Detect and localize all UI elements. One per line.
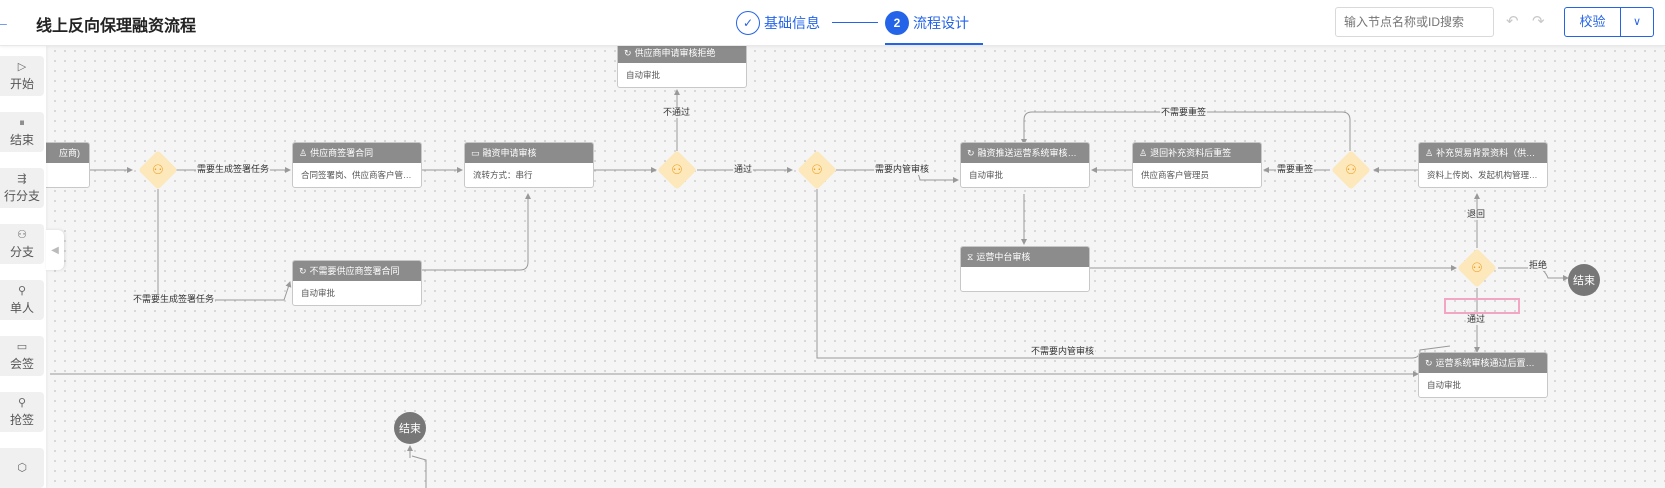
edge-label: 不需要内管审核 [1030,346,1096,357]
step-number: 2 [885,11,909,35]
edge-label: 拒绝 [1528,260,1549,271]
edge-label: 需要重签 [1276,164,1315,175]
step-flow-design[interactable]: 2 流程设计 [885,11,969,35]
palette-item-parallel-branch[interactable]: ⇶ 行分支 [0,168,44,208]
node-body: 资料上传岗、发起机构管理员... [1427,170,1545,180]
edge-label: 需要内管审核 [874,164,931,175]
node-title: 供应商申请审核拒绝 [634,48,716,58]
flow-node-return-supplement[interactable]: ♙退回补充资料后重签 供应商客户管理员 [1132,142,1262,188]
flow-node-ops-center[interactable]: ⧖运营中台审核 [960,246,1090,292]
palette-item-label: 单人 [9,300,34,315]
selection-highlight [1444,298,1520,314]
sync-icon: ↻ [967,148,975,158]
node-body: 流转方式：串行 [473,170,533,180]
hourglass-icon: ⧖ [967,252,974,262]
branch-icon: ⚇ [811,162,823,177]
step-label-basic-info: 基础信息 [764,15,820,31]
chevron-left-icon[interactable]: ◀ [46,230,64,270]
end-node[interactable]: 结束 [394,412,426,444]
palette-item-label: 会签 [9,356,34,371]
node-body: 自动审批 [969,170,1004,180]
branch-icon: ⚇ [1345,162,1357,177]
edge-label: 通过 [733,164,754,175]
node-title: 运营中台审核 [976,252,1031,262]
arrow-left-icon[interactable]: ← [0,14,10,31]
flow-node-supplier-sign[interactable]: ♙供应商签署合同 合同签署岗、供应商客户管理员 [292,142,422,188]
palette-item-label: 分支 [9,244,34,259]
flow-edges [50,89,1569,488]
flow-node-push-ops[interactable]: ↻融资推送运营系统审核前置... 自动审批 [960,142,1090,188]
palette-item-label: 行分支 [3,188,40,203]
edge-label: 需要生成签署任务 [196,164,271,175]
stop-circle-icon: ⏸ [19,116,25,129]
node-title: 供应商签署合同 [310,148,374,158]
grab-sign-icon: ⚲ [17,396,27,409]
flow-node-supplier-withdraw[interactable]: ↻供应商申请审核拒绝 自动审批 [617,46,747,88]
node-title: 运营系统审核通过后置操作 [1435,358,1541,368]
step-basic-info[interactable]: ✓ 基础信息 [736,11,820,35]
edge-label: 退回 [1466,209,1487,220]
node-search-input[interactable] [1335,7,1494,37]
node-palette: ▷ 开始 ⏸ 结束 ⇶ 行分支 ⚇ 分支 ⚲ 单人 ▭ 会签 ⚲ 抢签 ⬡ [0,46,46,488]
more-icon: ⬡ [17,462,27,474]
edge-label: 不需要重签 [1160,107,1208,118]
node-title: 融资申请审核 [482,148,537,158]
active-step-indicator [885,43,983,45]
branch-icon: ⚇ [152,162,164,177]
edge-label: 不通过 [662,107,692,118]
palette-item-label: 开始 [9,76,34,91]
palette-item-more[interactable]: ⬡ [0,448,44,488]
monitor-icon: ▭ [471,148,480,158]
sync-icon: ↻ [299,266,307,276]
page-title: 线上反向保理融资流程 [36,18,197,35]
palette-item-branch[interactable]: ⚇ 分支 [0,224,44,264]
sync-icon: ↻ [624,48,632,58]
validate-button-group: 校验 ∨ [1564,7,1654,37]
palette-item-start[interactable]: ▷ 开始 [0,56,44,96]
user-icon: ♙ [299,148,308,158]
user-icon: ♙ [1425,148,1434,158]
flow-node-ops-passed[interactable]: ↻运营系统审核通过后置操作 自动审批 [1418,352,1548,398]
end-node[interactable]: 结束 [1568,264,1600,296]
node-title: 不需要供应商签署合同 [309,266,400,276]
flow-node-financing-review[interactable]: ▭融资申请审核 流转方式：串行 [464,142,594,188]
palette-item-end[interactable]: ⏸ 结束 [0,112,44,152]
sync-icon: ↻ [1425,358,1433,368]
user-icon: ⚲ [17,284,27,297]
node-body: 供应商客户管理员 [1141,170,1210,180]
branch-icon: ⚇ [671,162,683,177]
palette-item-label: 结束 [9,132,34,147]
play-circle-icon: ▷ [17,60,27,73]
palette-item-label: 抢签 [9,412,34,427]
branch-icon: ⚇ [1471,260,1483,275]
node-body: 自动审批 [301,288,336,298]
node-title: 退回补充资料后重签 [1150,148,1232,158]
countersign-icon: ▭ [16,340,28,353]
user-icon: ♙ [1139,148,1148,158]
redo-icon[interactable]: ↷ [1532,13,1545,30]
top-header: ← 线上反向保理融资流程 ✓ 基础信息 2 流程设计 ↶ ↷ 校验 ∨ [0,0,1665,46]
step-connector [832,22,878,23]
flow-node-supplement-bg[interactable]: ♙补充贸易背景资料（供应商） 资料上传岗、发起机构管理员... [1418,142,1548,188]
node-title: 融资推送运营系统审核前置... [977,148,1083,158]
node-body: 自动审批 [626,70,661,80]
undo-icon[interactable]: ↶ [1506,13,1519,30]
node-body: 自动审批 [1427,380,1462,390]
node-title: 补充贸易背景资料（供应商） [1436,148,1541,158]
palette-item-grab-sign[interactable]: ⚲ 抢签 [0,392,44,432]
check-icon: ✓ [736,11,760,35]
palette-item-single[interactable]: ⚲ 单人 [0,280,44,320]
chevron-down-icon[interactable]: ∨ [1632,16,1642,28]
edge-label: 不需要生成签署任务 [132,294,216,305]
parallel-branch-icon: ⇶ [17,172,27,185]
edge-label: 通过 [1466,314,1487,325]
validate-button[interactable]: 校验 [1565,8,1621,36]
branch-icon: ⚇ [17,228,27,241]
step-label-flow-design: 流程设计 [913,15,969,31]
flow-canvas[interactable]: 应商) ♙供应商签署合同 合同签署岗、供应商客户管理员 ▭融资申请审核 流转方式… [0,46,1665,488]
node-body: 合同签署岗、供应商客户管理员 [301,170,421,180]
flow-node-no-sign[interactable]: ↻不需要供应商签署合同 自动审批 [292,260,422,306]
palette-item-countersign[interactable]: ▭ 会签 [0,336,44,376]
